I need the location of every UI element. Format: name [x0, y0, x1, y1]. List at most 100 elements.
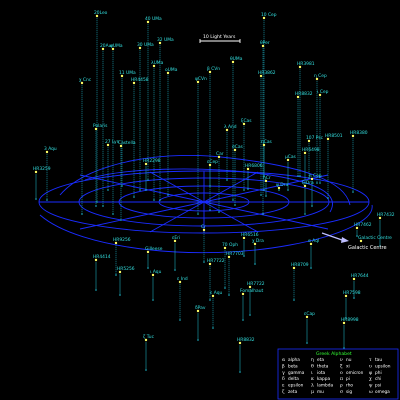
- legend-symbol: δ: [282, 376, 285, 382]
- star-label: χ Cnc: [79, 77, 92, 83]
- star-label: 30 UMa: [137, 42, 154, 48]
- star-stem-foot: [311, 205, 313, 207]
- star-19: Castella: [118, 140, 136, 221]
- star-stem-foot: [232, 199, 234, 201]
- star-21: HR3259: [33, 166, 51, 200]
- star-label: HR8501: [325, 133, 343, 139]
- star-dot: [352, 277, 356, 281]
- star-label: ι Cep: [317, 89, 329, 95]
- legend-symbol: ε: [282, 384, 285, 389]
- star-dot: [101, 47, 105, 51]
- star-stem-foot: [263, 189, 265, 191]
- legend-name: chi: [375, 376, 381, 382]
- star-28: HR3981: [297, 61, 315, 177]
- star-label: εCap: [304, 311, 315, 317]
- star-label: 40 UMa: [145, 16, 162, 22]
- star-dot: [80, 81, 84, 85]
- star-dot: [231, 60, 235, 64]
- star-dot: [264, 179, 268, 183]
- star-70: Galactic Centre: [358, 235, 392, 243]
- star-dot: [132, 81, 136, 85]
- legend-symbol: π: [340, 377, 343, 382]
- star-stem-foot: [319, 182, 321, 184]
- star-label: HR7722: [207, 258, 225, 264]
- star-stem-foot: [167, 194, 169, 196]
- star-label: δPav: [195, 305, 206, 311]
- star-dot: [223, 246, 227, 250]
- star-dot: [146, 250, 150, 254]
- star-61: δPav: [195, 305, 206, 341]
- star-dot: [202, 228, 206, 232]
- star-dot: [242, 236, 246, 240]
- star-label: HR8998: [341, 317, 359, 323]
- legend-symbol: μ: [311, 390, 314, 395]
- star-stem-foot: [112, 213, 114, 215]
- star-62: ζ Tuc: [143, 334, 155, 371]
- star-label: 3 Aqu: [44, 146, 57, 152]
- star-stem-foot: [81, 213, 83, 215]
- star-stem-foot: [95, 289, 97, 291]
- star-stem-foot: [278, 189, 280, 191]
- legend-name: sig: [346, 389, 352, 395]
- star-dot: [298, 65, 302, 69]
- star-dot: [310, 177, 314, 181]
- star-dot: [94, 127, 98, 131]
- star-33: μCas: [285, 154, 297, 191]
- star-stem-foot: [243, 189, 245, 191]
- legend-name: kappa: [317, 376, 331, 382]
- star-stem-foot: [121, 185, 123, 187]
- star-label: HR4458: [131, 77, 149, 83]
- star-11: ψCVn: [195, 76, 207, 215]
- star-stem-foot: [228, 294, 230, 296]
- star-label: HR2298: [143, 158, 161, 164]
- star-0: 20Leo: [94, 10, 108, 203]
- galactic-centre-arrowhead: [341, 237, 349, 243]
- legend-name: psi: [375, 383, 381, 389]
- star-56: HR8709: [291, 262, 309, 301]
- legend-name: omega: [375, 390, 390, 395]
- legend-name: zeta: [288, 389, 298, 395]
- star-69: εCap: [304, 311, 315, 344]
- star-10: HR4458: [131, 77, 149, 198]
- star-label: η Cep: [314, 73, 327, 79]
- star-label: HR7644: [351, 273, 369, 279]
- star-label: 70 Oph: [222, 242, 238, 248]
- star-31: HR8501: [325, 133, 343, 199]
- legend-name: alpha: [288, 357, 300, 363]
- legend-name: nu: [346, 358, 352, 363]
- star-dot: [208, 70, 212, 74]
- star-1: 40 UMa: [145, 16, 162, 181]
- star-stem-foot: [209, 209, 211, 211]
- star-label: λUMa: [151, 60, 164, 66]
- star-dot: [315, 77, 319, 81]
- star-4: 30 UMa: [137, 42, 154, 191]
- star-23: ηCas: [261, 139, 273, 191]
- star-label: ηCr: [263, 175, 271, 181]
- legend-symbol: ω: [369, 390, 373, 395]
- star-dot: [95, 14, 99, 18]
- star-36: HR2298: [143, 158, 161, 191]
- legend-name: xi: [346, 363, 350, 369]
- star-stem-foot: [379, 245, 381, 247]
- star-stem-foot: [147, 267, 149, 269]
- star-stem-foot: [179, 319, 181, 321]
- star-dot: [259, 74, 263, 78]
- star-41: ξ Dra: [302, 180, 314, 215]
- legend-symbol: η: [311, 358, 314, 363]
- star-label: ε Aqu: [210, 290, 222, 296]
- legend-name: delta: [288, 376, 299, 382]
- star-dot: [241, 292, 245, 296]
- star-label: θUMa: [230, 56, 243, 62]
- star-38: HR6806: [245, 163, 263, 190]
- star-dot: [94, 258, 98, 262]
- star-stem-foot: [242, 319, 244, 321]
- star-18: 27 Lyn: [105, 139, 120, 191]
